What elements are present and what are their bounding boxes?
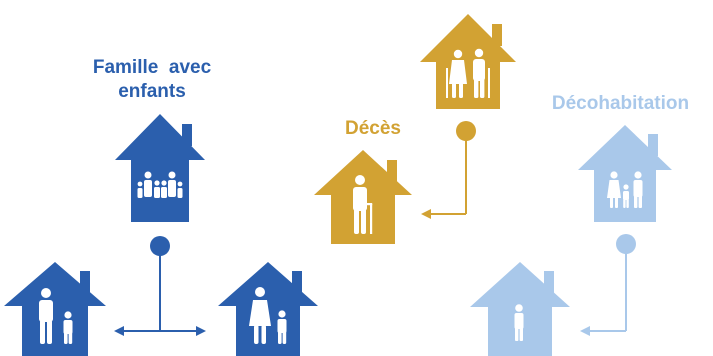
family-bottom-right-house <box>218 262 318 356</box>
death-group <box>314 14 516 244</box>
elderly-couple-icon <box>446 48 490 98</box>
decoh-connector-node <box>616 234 636 254</box>
death-top-house <box>420 14 516 109</box>
family-connector-node <box>150 236 170 256</box>
parents-and-child-icon <box>607 171 643 208</box>
decoh-top-house <box>578 125 672 222</box>
decohabitation-label: Décohabitation <box>551 93 690 114</box>
decohabitation-group <box>470 125 672 356</box>
mother-and-child-icon <box>249 287 287 344</box>
death-bottom-house <box>314 150 412 244</box>
family-group <box>4 114 318 356</box>
family-with-children-label: Famille avec enfants <box>62 56 242 104</box>
elderly-man-with-cane-icon <box>353 175 373 234</box>
decoh-bottom-house <box>470 262 570 356</box>
death-connector-node <box>456 121 476 141</box>
family-bottom-left-house <box>4 262 106 356</box>
single-person-icon <box>514 304 524 341</box>
family-of-four-icon <box>137 171 183 198</box>
family-top-house <box>115 114 205 222</box>
death-label: Décès <box>345 118 401 139</box>
father-and-child-icon <box>39 288 73 344</box>
family-label-line1: Famille avec <box>92 57 212 78</box>
family-label-line2: enfants <box>118 81 186 102</box>
